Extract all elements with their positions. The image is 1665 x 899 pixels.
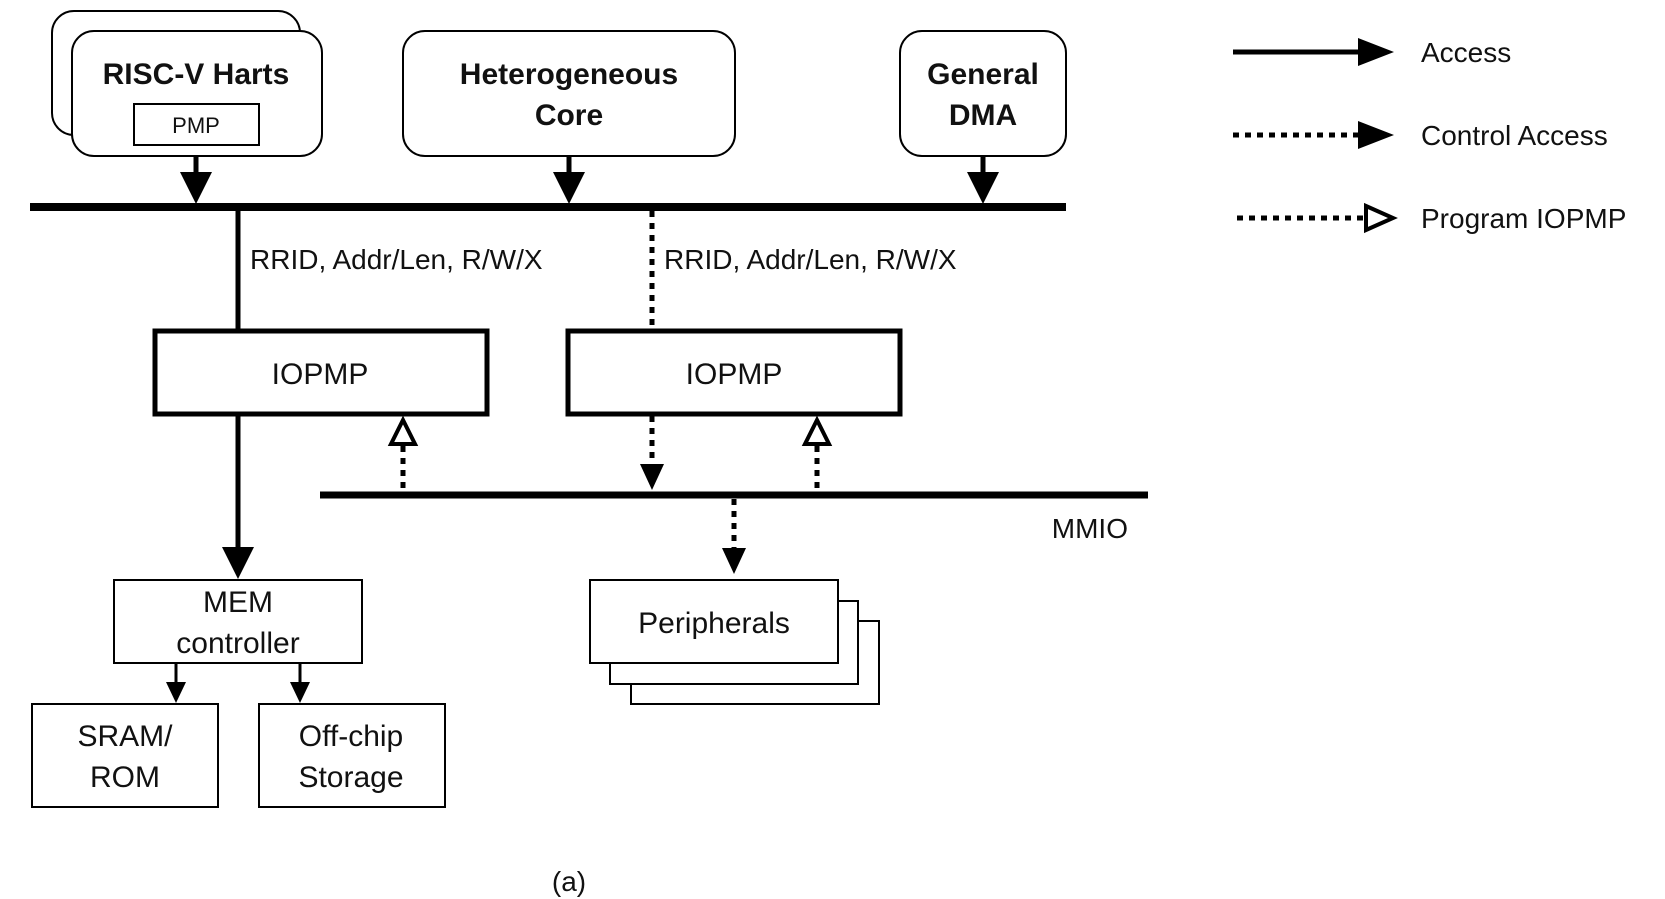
program-iopmp-arrows [387, 415, 833, 488]
heterogeneous-core-block: Heterogeneous Core [402, 30, 736, 157]
sram-rom-line2: ROM [90, 761, 160, 794]
sram-rom-box: SRAM/ ROM [31, 703, 219, 808]
peripherals-label: Peripherals [638, 607, 790, 640]
general-dma-line2: DMA [949, 99, 1017, 132]
heterogeneous-core-line2: Core [535, 99, 603, 132]
figure-caption: (a) [552, 866, 586, 897]
signal-label-left: RRID, Addr/Len, R/W/X [250, 244, 543, 275]
mem-controller-line2: controller [176, 627, 299, 660]
offchip-storage-line1: Off-chip [299, 720, 404, 753]
iopmp-left-label: IOPMP [272, 358, 369, 391]
legend-program-iopmp-label: Program IOPMP [1421, 203, 1626, 234]
signal-label-right: RRID, Addr/Len, R/W/X [664, 244, 957, 275]
legend-access: Access [1233, 37, 1511, 68]
legend-access-label: Access [1421, 37, 1511, 68]
peripherals-block: Peripherals [589, 579, 880, 705]
iopmp-to-mmio-arrow [640, 416, 664, 490]
mem-controller-line1: MEM [203, 586, 273, 619]
master-access-arrows [180, 157, 999, 204]
mem-controller-box: MEM controller [113, 579, 363, 664]
legend: Access Control Access Program IOPMP [1233, 37, 1626, 234]
iopmp-left-box: IOPMP [152, 328, 490, 417]
iopmp-right-box: IOPMP [565, 328, 903, 417]
general-dma-line1: General [927, 58, 1039, 91]
legend-control-access-label: Control Access [1421, 120, 1608, 151]
general-dma-block: General DMA [899, 30, 1067, 157]
mmio-to-peripherals-arrow [722, 499, 746, 574]
sram-rom-line1: SRAM/ [77, 720, 173, 753]
iopmp-right-label: IOPMP [686, 358, 783, 391]
offchip-storage-line2: Storage [298, 761, 403, 794]
iopmp-to-mem-arrow [222, 416, 254, 579]
mem-to-storage-arrows [166, 664, 310, 703]
legend-program-iopmp: Program IOPMP [1237, 202, 1626, 234]
risc-v-harts-block: RISC-V Harts PMP [51, 10, 323, 157]
legend-control-access: Control Access [1233, 120, 1608, 151]
heterogeneous-core-line1: Heterogeneous [460, 58, 678, 91]
risc-v-harts-label: RISC-V Harts [103, 58, 290, 91]
mmio-label: MMIO [1052, 513, 1128, 544]
pmp-box [133, 103, 260, 146]
pmp-label: PMP [172, 113, 220, 138]
offchip-storage-box: Off-chip Storage [258, 703, 446, 808]
